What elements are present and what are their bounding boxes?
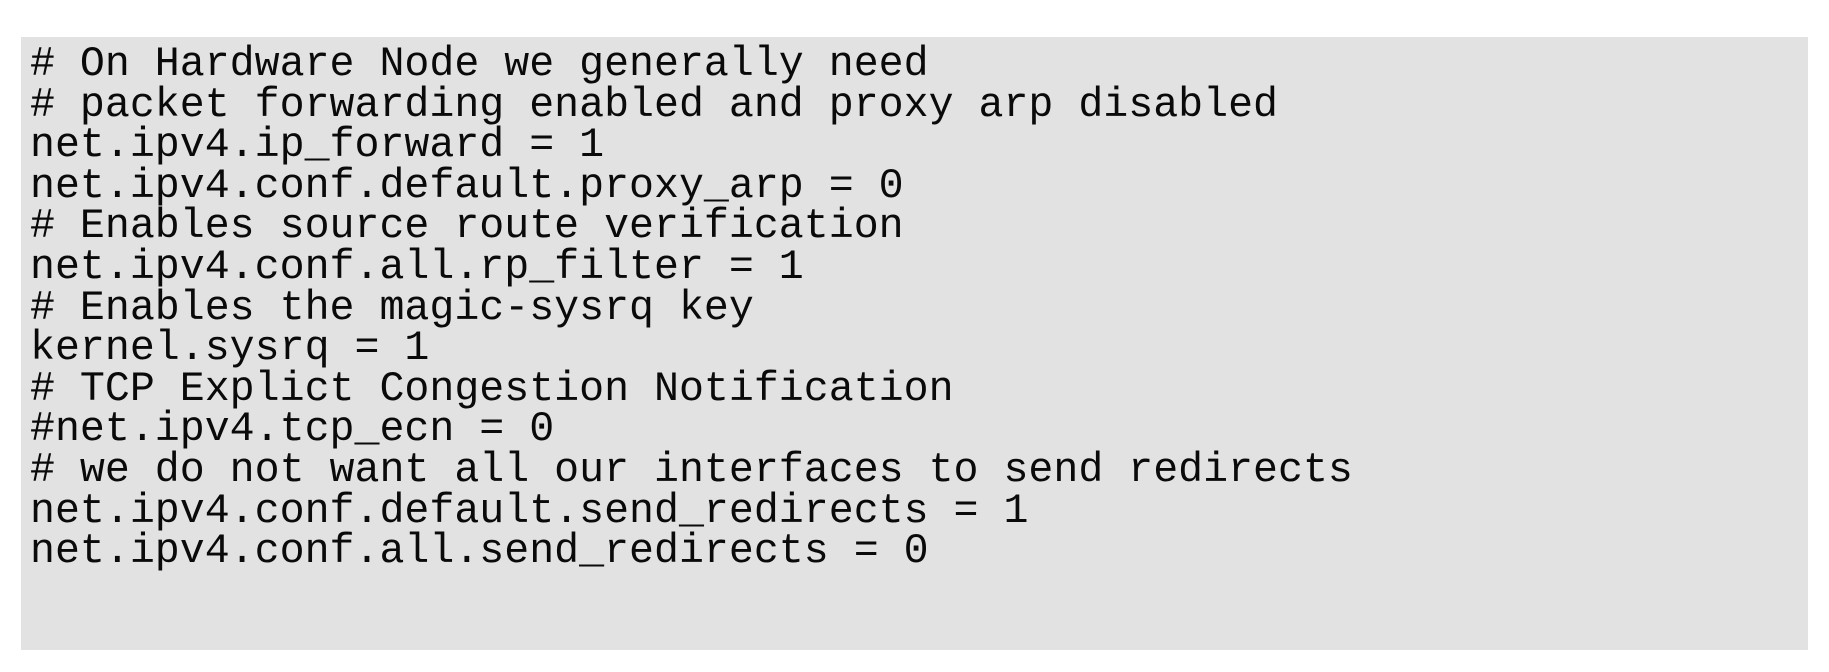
code-line: # we do not want all our interfaces to s… (30, 446, 1353, 494)
code-listing[interactable]: # On Hardware Node we generally need# pa… (30, 41, 1808, 576)
code-block: # On Hardware Node we generally need# pa… (21, 37, 1808, 650)
code-line: net.ipv4.conf.default.proxy_arp = 0 (30, 162, 904, 210)
code-line: net.ipv4.conf.all.rp_filter = 1 (30, 243, 804, 291)
code-line: # TCP Explict Congestion Notification (30, 365, 954, 413)
code-line: net.ipv4.conf.all.send_redirects = 0 (30, 528, 929, 576)
code-line: # Enables source route verification (30, 203, 904, 251)
code-line: net.ipv4.ip_forward = 1 (30, 122, 605, 170)
code-line: # On Hardware Node we generally need (30, 41, 929, 88)
code-line: kernel.sysrq = 1 (30, 325, 430, 373)
code-line: # Enables the magic-sysrq key (30, 284, 754, 332)
code-line: net.ipv4.conf.default.send_redirects = 1 (30, 487, 1029, 535)
code-line: #net.ipv4.tcp_ecn = 0 (30, 406, 555, 454)
code-line: # packet forwarding enabled and proxy ar… (30, 81, 1279, 129)
